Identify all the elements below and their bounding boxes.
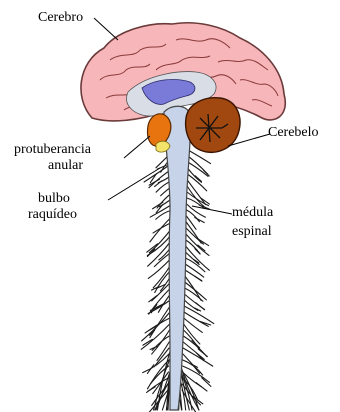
label-cerebelo: Cerebelo xyxy=(268,125,319,140)
nerve-subbranch xyxy=(195,276,202,281)
nerve-branch xyxy=(145,318,170,333)
label-bulbo-line2: raquídeo xyxy=(28,207,77,222)
nerve-subbranch xyxy=(192,340,200,348)
nerve-branch xyxy=(184,312,208,326)
label-bulbo-line1: bulbo xyxy=(38,191,70,206)
nerve-branch xyxy=(184,324,200,344)
nerve-branch xyxy=(187,174,206,191)
nerve-subbranch xyxy=(147,249,154,257)
nerve-subbranch xyxy=(149,296,157,302)
label-protuberancia-line1: protuberancia xyxy=(14,142,92,157)
label-cerebro: Cerebro xyxy=(38,10,83,25)
nerve-subbranch xyxy=(147,365,153,374)
nerve-branch xyxy=(185,264,204,277)
nerve-subbranch xyxy=(195,249,200,254)
label-medula-line2: espinal xyxy=(232,224,272,239)
nerve-branch xyxy=(187,180,205,205)
nerve-subbranch xyxy=(148,387,155,391)
cerebellum xyxy=(186,98,240,153)
nerve-branch xyxy=(187,210,200,222)
nerve-subbranch xyxy=(196,383,207,391)
nerve-branch xyxy=(155,270,171,292)
nerve-branch xyxy=(184,318,202,332)
label-medula-line1: médula xyxy=(232,205,274,220)
nerve-branch xyxy=(187,186,206,208)
nerve-branch xyxy=(183,348,213,366)
label-protuberancia-line2: anular xyxy=(48,158,83,173)
